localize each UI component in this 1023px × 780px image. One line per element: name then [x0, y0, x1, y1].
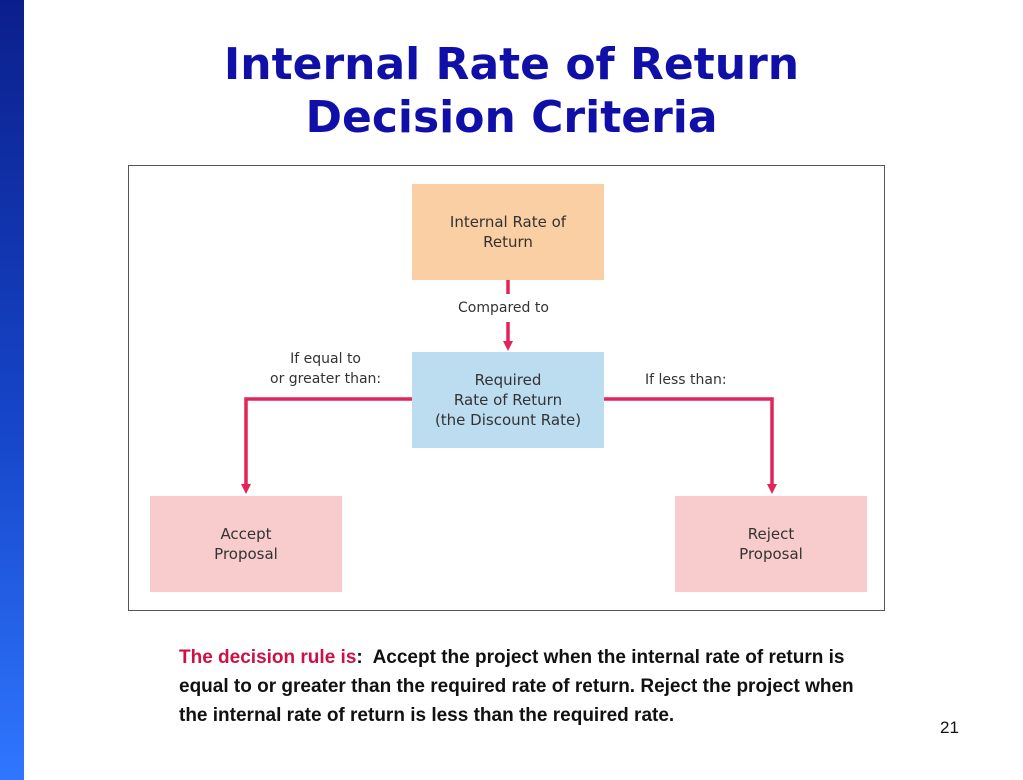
equal-or-greater-line-1: If equal to — [290, 351, 361, 367]
required-rate-line-1: Required — [474, 371, 542, 389]
decision-diagram: Internal Rate of Return Compared to Requ… — [128, 165, 885, 611]
less-than-label: If less than: — [645, 372, 727, 388]
arrow-to-accept — [241, 397, 412, 494]
reject-proposal-node: Reject Proposal — [675, 496, 867, 592]
accept-line-2: Proposal — [214, 545, 278, 563]
diagram-connectors — [241, 280, 777, 494]
decision-rule-body: Accept the project when the internal rat… — [179, 647, 859, 726]
irr-node-line-1: Internal Rate of — [449, 213, 567, 231]
accept-line-1: Accept — [220, 525, 272, 543]
reject-line-1: Reject — [747, 525, 795, 543]
title-line-1: Internal Rate of Return — [223, 39, 800, 90]
page-number: 21 — [940, 718, 959, 737]
arrow-to-reject — [604, 397, 777, 494]
decision-rule-colon: : — [356, 647, 363, 668]
title-line-2: Decision Criteria — [305, 92, 718, 143]
equal-or-greater-line-2: or greater than: — [270, 371, 382, 387]
required-rate-line-3: (the Discount Rate) — [434, 411, 582, 429]
slide-title: Internal Rate of Return Decision Criteri… — [24, 38, 999, 144]
required-rate-node: Required Rate of Return (the Discount Ra… — [412, 352, 604, 448]
irr-node-line-2: Return — [483, 233, 533, 251]
decision-rule-lead: The decision rule is — [179, 647, 357, 668]
decision-rule-caption: The decision rule is: Accept the project… — [179, 643, 879, 730]
irr-node: Internal Rate of Return — [412, 184, 604, 280]
compared-to-label: Compared to — [458, 300, 549, 316]
reject-line-2: Proposal — [739, 545, 803, 563]
slide-side-bar — [0, 0, 24, 780]
required-rate-line-2: Rate of Return — [453, 391, 563, 409]
equal-or-greater-label: If equal to or greater than: — [270, 349, 381, 389]
accept-proposal-node: Accept Proposal — [150, 496, 342, 592]
